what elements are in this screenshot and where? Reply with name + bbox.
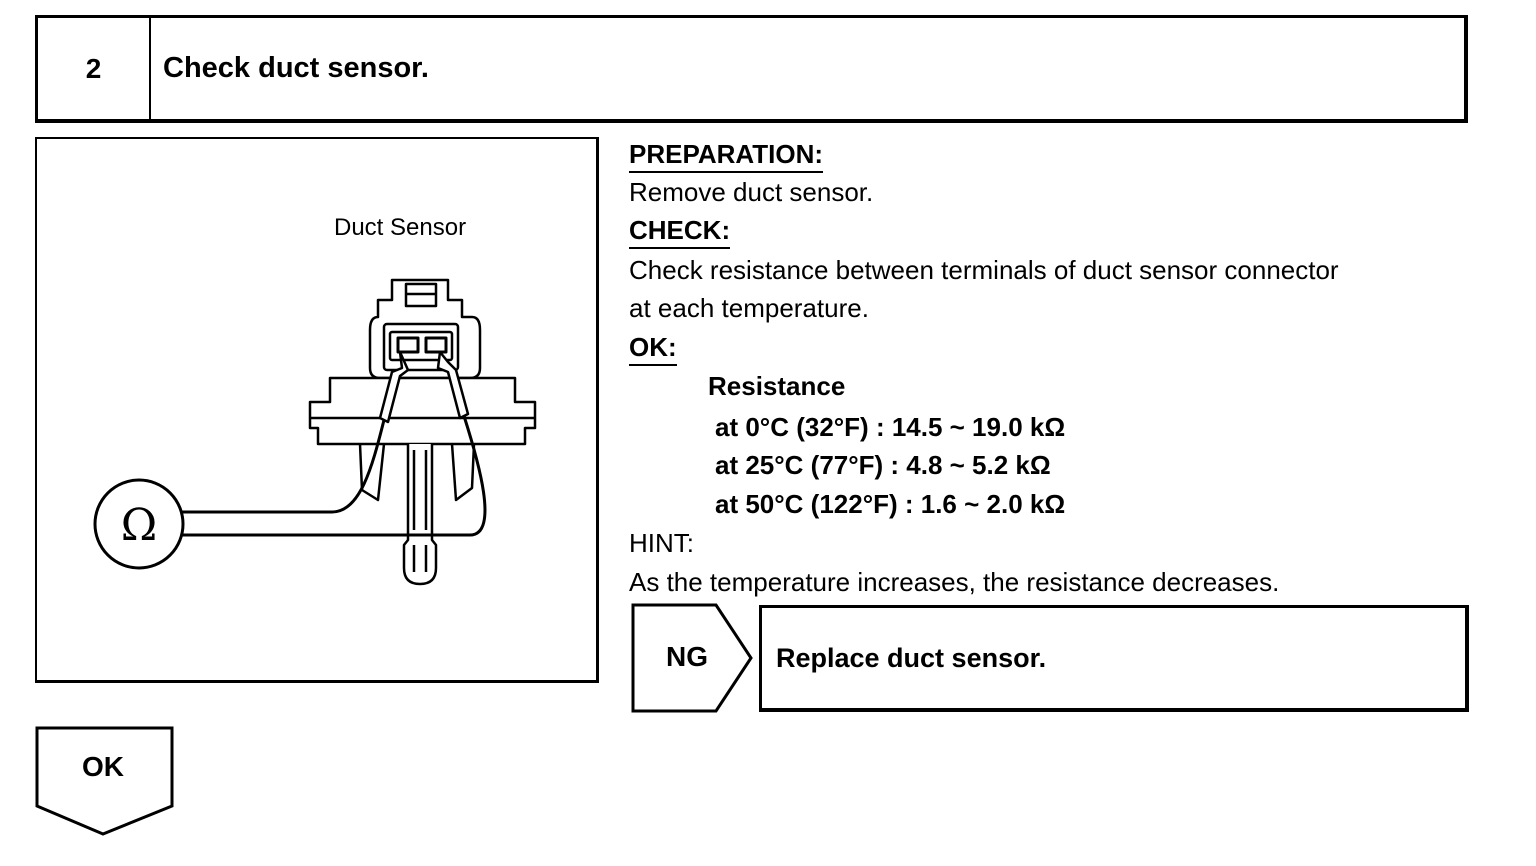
illustration-frame [35,137,599,683]
terminal-left [396,336,420,354]
resistance-label: Resistance [708,371,846,401]
ok-label: OK [82,751,124,782]
check-text-line2: at each temperature. [629,293,869,323]
ohmmeter-circle [93,478,185,570]
ng-result-text: Replace duct sensor. [776,642,1047,673]
ng-arrow-shape [631,603,753,713]
mounting-clip-left [358,443,386,502]
preparation-heading: PREPARATION: [629,139,824,173]
ok-arrow-shape [35,726,174,836]
preparation-text: Remove duct sensor. [629,177,874,207]
step-header: 2 Check duct sensor. [35,15,1468,123]
hint-label: HINT: [629,528,694,558]
terminal-right [424,336,448,354]
hint-text: As the temperature increases, the resist… [629,567,1280,597]
check-heading: CHECK: [629,215,731,249]
ng-result-box: Replace duct sensor. [759,605,1469,712]
duct-sensor-illustration: Ω [93,278,537,586]
duct-sensor-label: Duct Sensor [334,214,467,241]
sensor-flange [308,376,537,446]
mounting-clip-right [450,443,476,502]
ohmmeter-icon: Ω [121,500,157,551]
test-lead-wire-upper [182,419,386,514]
ok-heading: OK: [629,332,677,366]
resistance-spec: at 25°C (77°F) : 4.8 ~ 5.2 kΩ [715,450,1051,480]
resistance-spec: at 50°C (122°F) : 1.6 ~ 2.0 kΩ [715,489,1066,519]
step-title: Check duct sensor. [163,52,429,84]
step-number: 2 [85,52,102,84]
step-divider [149,18,151,119]
sensor-probe [402,444,438,586]
resistance-spec: at 0°C (32°F) : 14.5 ~ 19.0 kΩ [715,412,1066,442]
test-lead-wire-lower [182,415,487,537]
ng-label: NG [666,641,708,672]
check-text-line1: Check resistance between terminals of du… [629,255,1339,285]
